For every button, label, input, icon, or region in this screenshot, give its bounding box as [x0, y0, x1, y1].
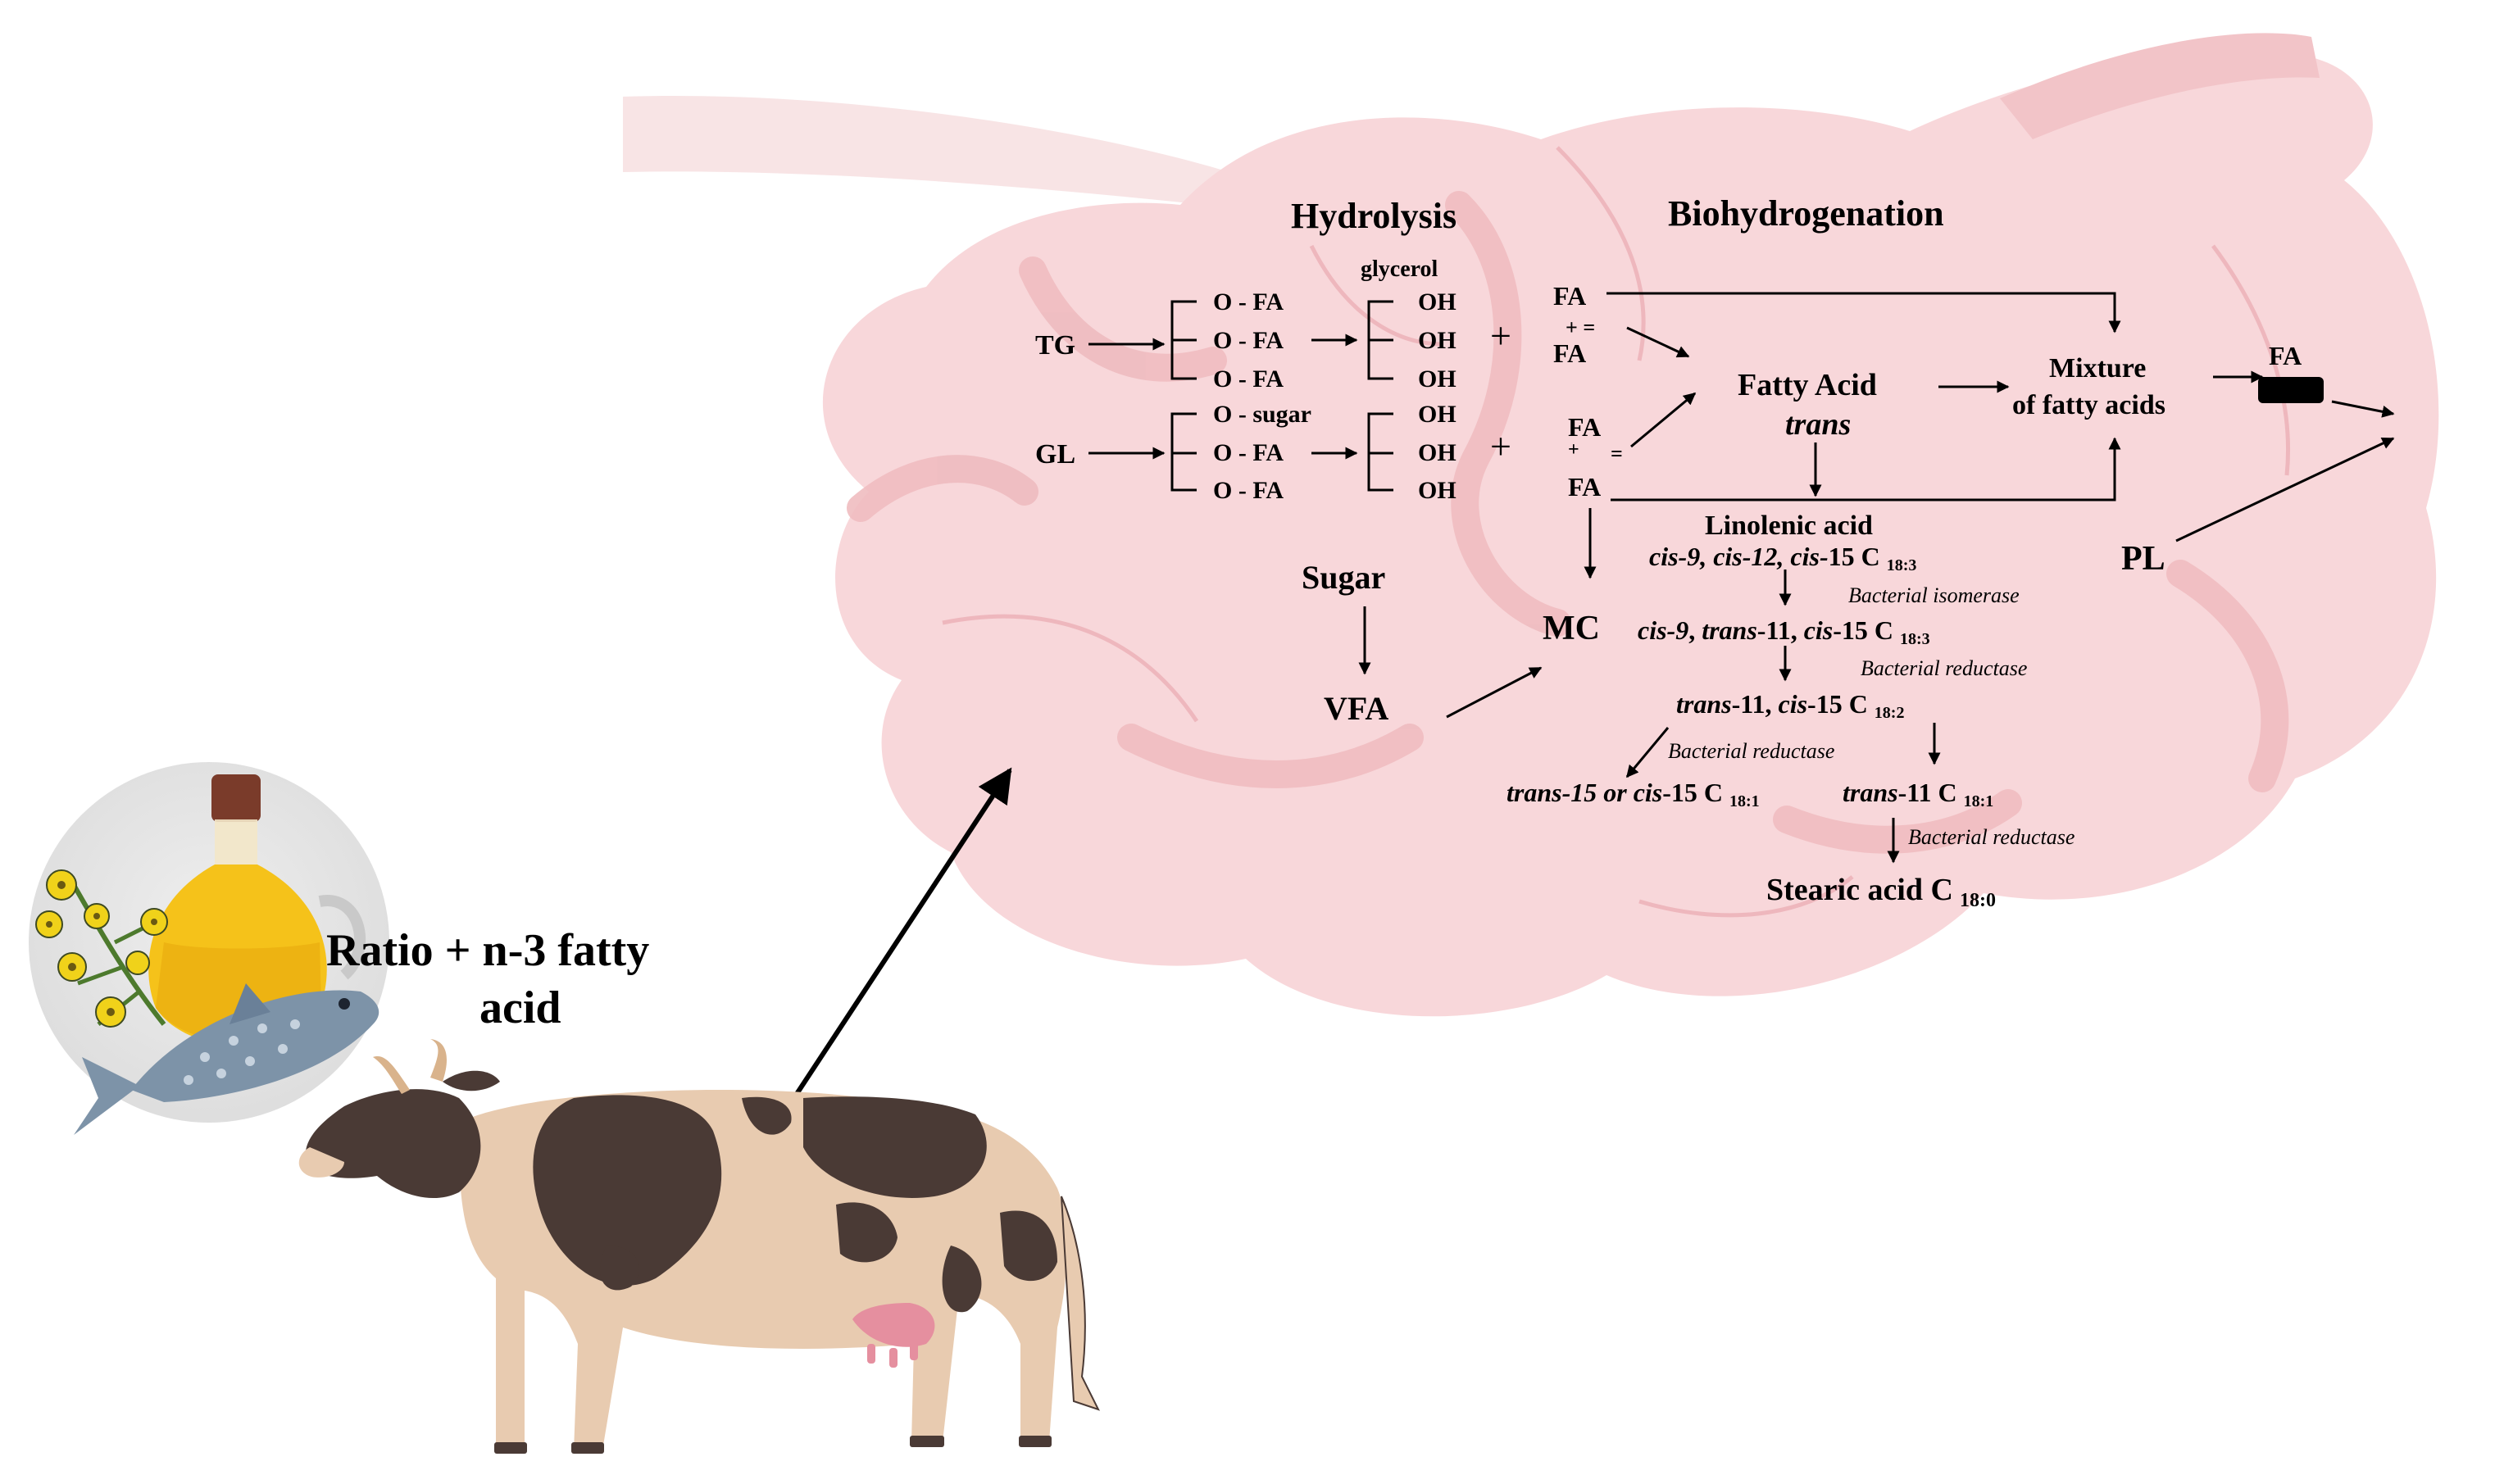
tg-plus: + — [1490, 315, 1511, 356]
pathway-step3-c: cis — [1778, 689, 1807, 719]
rumen-folds — [847, 191, 2289, 854]
tg-oh-2: OH — [1418, 327, 1457, 354]
sugar-label: Sugar — [1302, 559, 1385, 596]
fatty-acid-trans-line2: trans — [1785, 407, 1851, 442]
pathway-step2-b: , — [1688, 615, 1702, 645]
pathway-step3-d: -15 C — [1807, 689, 1868, 719]
pathway-step4a-sub: 18:1 — [1729, 792, 1760, 810]
pathway-step1-sub: 18:3 — [1887, 556, 1917, 574]
pathway-step1: cis-9, cis-12, cis-15 C 18:3 — [1649, 542, 1916, 574]
rumen-inner-lines — [942, 146, 2291, 918]
stearic-acid-sub: 18:0 — [1960, 890, 1996, 911]
tg-hydrolysis: TG O - FA O - FA O - FA glycerol OH OH O… — [1035, 256, 1595, 393]
esophagus — [623, 95, 1279, 213]
gl-hydrolysis: GL O - sugar O - FA O - FA OH OH OH + FA… — [1035, 401, 1623, 504]
enzyme-reductase-2: Bacterial reductase — [1668, 739, 1834, 763]
pathway-step4a-a: trans-15 or cis — [1506, 778, 1662, 807]
fatty-acid-trans-line1: Fatty Acid — [1738, 368, 1877, 402]
diet-label-line2: acid — [479, 983, 561, 1033]
stearic-acid: Stearic acid C 18:0 — [1766, 873, 1996, 911]
pathway-step2-c: trans — [1702, 615, 1757, 645]
pathway-step2-a: cis-9 — [1638, 615, 1688, 645]
pathway-step1-pre: cis-9, cis-12, cis- — [1649, 542, 1829, 571]
pathway-step2-sub: 18:3 — [1900, 630, 1930, 648]
enzyme-reductase-3: Bacterial reductase — [1908, 825, 2075, 849]
tg-chain-1: O - FA — [1213, 288, 1284, 315]
diet-illustration: Ratio + n-3 fatty acid — [29, 762, 649, 1135]
gl-chain-2: O - FA — [1213, 439, 1284, 466]
cow-ear — [443, 1070, 500, 1091]
gl-chain-3: O - FA — [1213, 477, 1284, 504]
enzyme-isomerase: Bacterial isomerase — [1848, 583, 2020, 607]
diet-label-line1: Ratio + n-3 fatty — [326, 925, 649, 976]
mc-label: MC — [1543, 610, 1600, 647]
gl-chain-1: O - sugar — [1213, 401, 1311, 428]
pathway-step4a: trans-15 or cis-15 C 18:1 — [1506, 778, 1760, 810]
rapeseed-flower-icon — [35, 869, 168, 1028]
cow-icon — [298, 1039, 1100, 1454]
pathway-step4b: trans-11 C 18:1 — [1843, 778, 1993, 810]
mixture-line2: of fatty acids — [2012, 390, 2165, 420]
rumen-illustration — [623, 33, 2439, 1017]
pathway-step3-a: trans — [1676, 689, 1732, 719]
rumen-duct — [2000, 33, 2320, 139]
cow-to-rumen-arrow — [793, 767, 1012, 1098]
pathway-step4b-a: trans — [1843, 778, 1898, 807]
gl-label: GL — [1035, 439, 1075, 470]
rumen-body — [822, 50, 2439, 1017]
tg-plus-eq: + = — [1566, 315, 1595, 339]
cow-tail — [1061, 1196, 1100, 1411]
tg-oh-3: OH — [1418, 365, 1457, 393]
tg-fa-top: FA — [1553, 281, 1586, 311]
linolenic-label: Linolenic acid — [1705, 511, 1873, 541]
cow-horn — [373, 1056, 410, 1094]
pathway-step3-sub: 18:2 — [1875, 704, 1905, 722]
pathway-step3-b: -11, — [1732, 689, 1779, 719]
gl-oh-1: OH — [1418, 401, 1457, 428]
vfa-label: VFA — [1324, 690, 1388, 727]
pathway-step3: trans-11, cis-15 C 18:2 — [1676, 689, 1904, 722]
pl-label: PL — [2121, 540, 2165, 578]
gl-plus-small: + — [1568, 439, 1579, 461]
gl-eq-small: = — [1611, 442, 1623, 465]
biohydrogenation-header: Biohydrogenation — [1668, 193, 1944, 234]
pathway-step4a-b: -15 C — [1662, 778, 1723, 807]
glycerol-label: glycerol — [1361, 256, 1438, 282]
fa-black-box — [2258, 377, 2324, 403]
tg-fa-bottom: FA — [1553, 338, 1586, 368]
fa-box-label: FA — [2269, 341, 2302, 370]
pathway-step2-d: -11, — [1757, 615, 1804, 645]
fish-icon — [74, 983, 379, 1135]
pathway-step4b-b: -11 C — [1898, 778, 1957, 807]
cow-head — [305, 1089, 481, 1199]
gl-fa-top: FA — [1568, 412, 1601, 442]
flow-arrows — [1358, 292, 2395, 864]
pathway-step2-e: cis — [1804, 615, 1834, 645]
hydrolysis-header: Hydrolysis — [1291, 196, 1457, 236]
enzyme-reductase-1: Bacterial reductase — [1861, 656, 2027, 680]
tg-chain-3: O - FA — [1213, 365, 1284, 393]
gl-oh-3: OH — [1418, 477, 1457, 504]
pathway-step4b-sub: 18:1 — [1964, 792, 1994, 810]
gl-plus: + — [1490, 425, 1511, 467]
gl-fa-bottom: FA — [1568, 472, 1601, 501]
cow-udder — [852, 1303, 935, 1368]
stearic-acid-main: Stearic acid C — [1766, 873, 1953, 907]
tg-chain-2: O - FA — [1213, 327, 1284, 354]
pathway-step2-f: -15 C — [1833, 615, 1893, 645]
mixture-line1: Mixture — [2049, 353, 2146, 383]
linolenic-pathway: Linolenic acid cis-9, cis-12, cis-15 C 18… — [1506, 511, 2075, 911]
tg-oh-1: OH — [1418, 288, 1457, 315]
pathway-step2: cis-9, trans-11, cis-15 C 18:3 — [1638, 615, 1930, 648]
gl-oh-2: OH — [1418, 439, 1457, 466]
tg-label: TG — [1035, 330, 1075, 361]
pathway-step1-main: 15 C — [1829, 542, 1880, 571]
